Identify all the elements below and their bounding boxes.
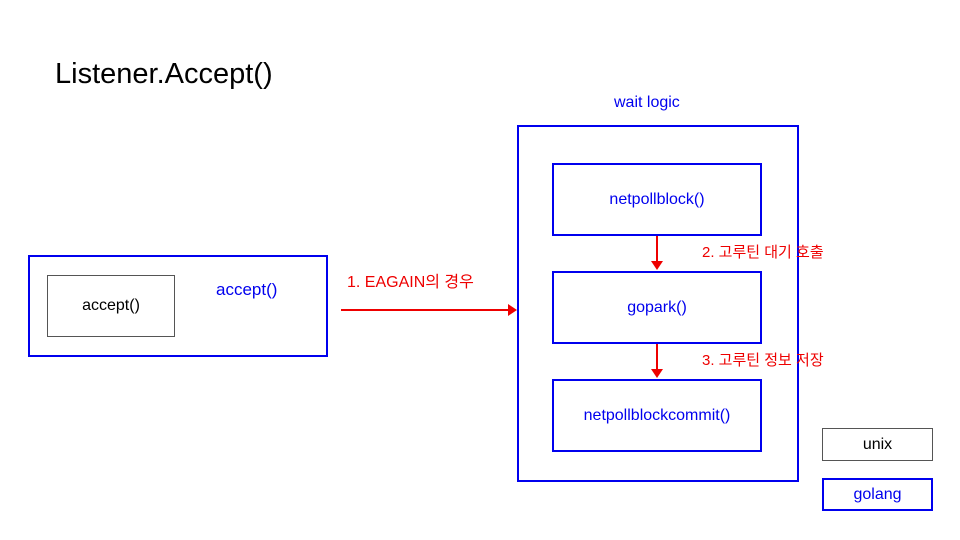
legend-item-golang: golang [822,478,933,511]
legend-unix-label: unix [862,435,893,453]
netpollblockcommit-box: netpollblockcommit() [552,379,762,452]
gopark-box: gopark() [552,271,762,344]
step-3-arrow-line [656,344,658,372]
step-1-label: 1. EAGAIN의 경우 [347,274,474,291]
netpollblockcommit-label: netpollblockcommit() [583,406,731,424]
gopark-label: gopark() [627,298,687,316]
legend-item-unix: unix [822,428,933,461]
unix-accept-box: accept() [47,275,175,337]
wait-logic-container [517,125,799,482]
step-3-label: 3. 고루틴 정보 저장 [702,352,824,369]
page-title: Listener.Accept() [55,58,273,90]
step-3-arrow-head-icon [651,369,663,378]
legend-golang-label: golang [853,485,902,503]
step-2-arrow-line [656,236,658,264]
step-2-arrow-head-icon [651,261,663,270]
wait-logic-label: wait logic [614,94,680,111]
unix-accept-label: accept() [82,297,140,314]
netpollblock-box: netpollblock() [552,163,762,236]
netpollblock-label: netpollblock() [609,190,705,208]
unix-accept-group [28,255,328,357]
step-1-arrow-line [341,309,511,311]
step-2-label: 2. 고루틴 대기 호출 [702,244,824,261]
go-accept-label: accept() [216,280,278,299]
step-1-arrow-head-icon [508,304,517,316]
